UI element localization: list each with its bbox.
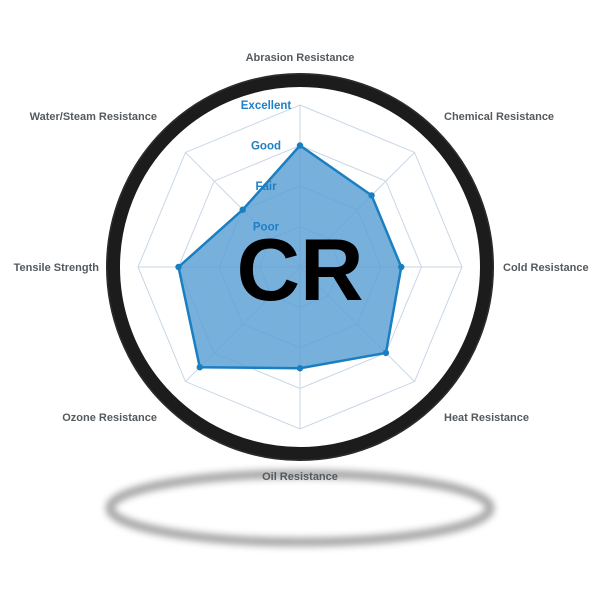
scale-label: Poor bbox=[253, 222, 280, 234]
data-point bbox=[296, 142, 304, 149]
scale-labels: Poor Fair Good Excellent bbox=[241, 100, 292, 234]
axis-label: Oil Resistance bbox=[262, 471, 338, 483]
data-point bbox=[196, 364, 203, 371]
scale-label: Fair bbox=[255, 181, 277, 193]
axis-label: Heat Resistance bbox=[444, 412, 529, 424]
data-point bbox=[382, 349, 390, 357]
axis-label: Chemical Resistance bbox=[444, 111, 554, 123]
data-point bbox=[175, 263, 182, 271]
overlay-title: CR bbox=[236, 220, 363, 319]
scale-label: Excellent bbox=[241, 100, 292, 112]
radar-series bbox=[175, 142, 405, 372]
axis-label: Tensile Strength bbox=[14, 262, 100, 274]
axis-label: Water/Steam Resistance bbox=[30, 111, 157, 123]
data-point bbox=[296, 365, 304, 372]
axis-label: Ozone Resistance bbox=[62, 412, 157, 424]
axis-label: Abrasion Resistance bbox=[246, 52, 355, 64]
scale-label: Good bbox=[251, 141, 281, 153]
data-point bbox=[368, 192, 375, 199]
oring bbox=[106, 73, 494, 461]
oring-shadow bbox=[105, 469, 495, 547]
data-point bbox=[239, 206, 246, 213]
data-point bbox=[398, 263, 405, 271]
axis-label: Cold Resistance bbox=[503, 262, 589, 274]
